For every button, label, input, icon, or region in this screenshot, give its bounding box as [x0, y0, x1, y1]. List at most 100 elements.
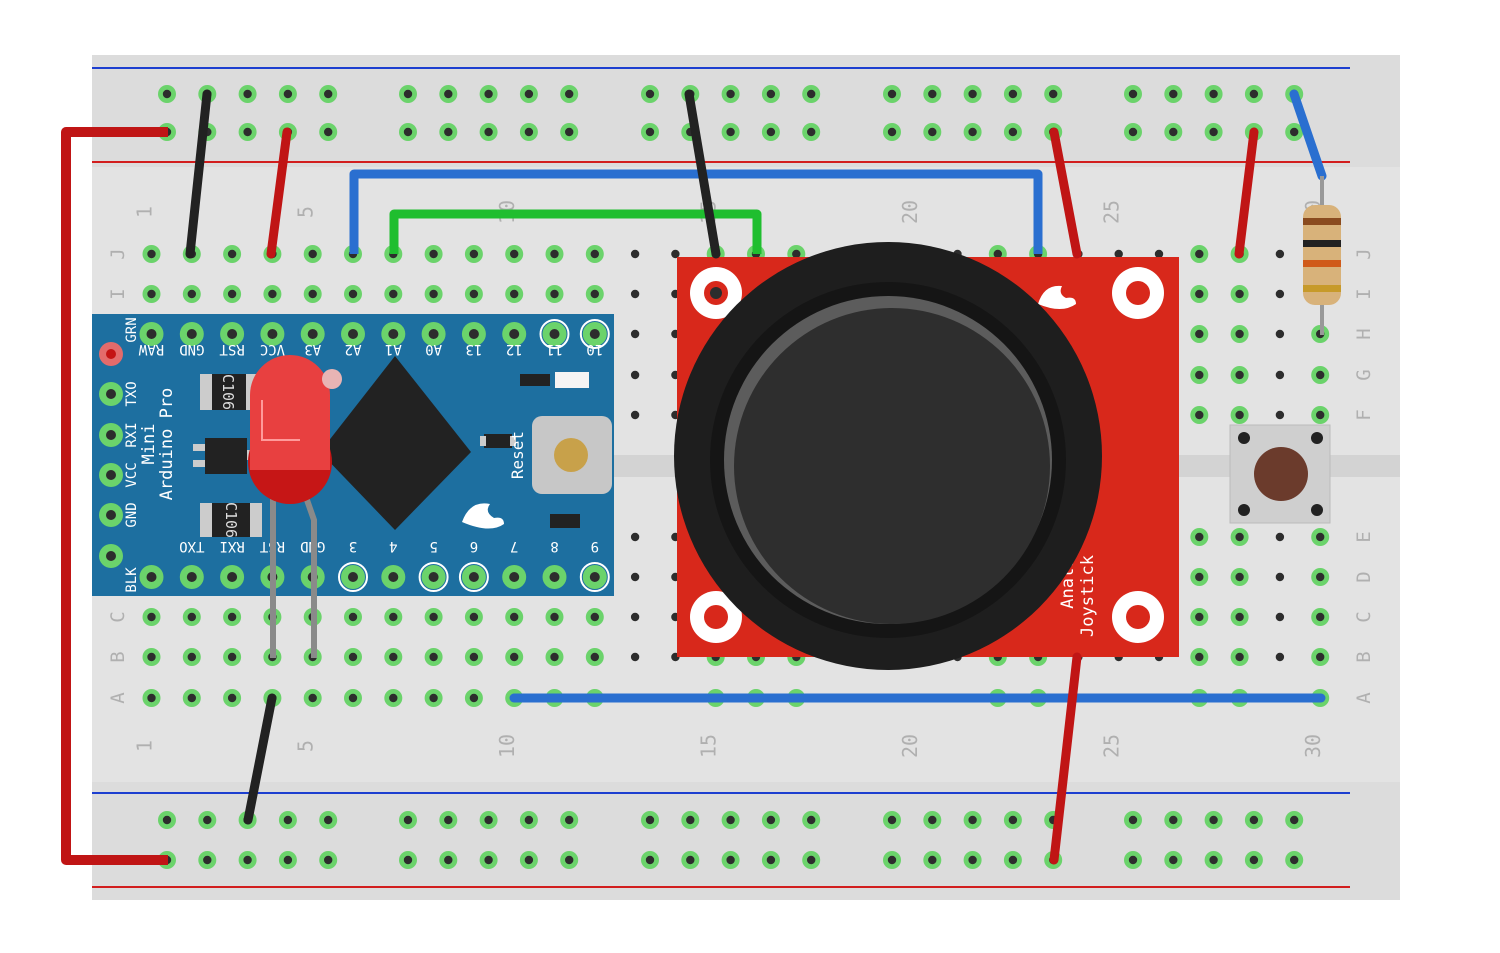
hole: [187, 693, 196, 703]
smd-led: [555, 372, 589, 388]
arduino-pin-label-side: RXI: [124, 422, 140, 447]
arduino-pin-label-bottom: 3: [349, 538, 357, 554]
rail-hole: [524, 127, 534, 137]
smd-resistor: [484, 434, 512, 448]
arduino-pin-label-bottom: 9: [591, 538, 599, 554]
hole: [308, 693, 317, 703]
hole: [1235, 370, 1244, 380]
arduino-pin-label-side: TXO: [124, 381, 140, 406]
hole: [630, 532, 640, 542]
resistor-body: [1303, 205, 1341, 305]
row-letter: D: [1353, 571, 1375, 582]
hole: [1195, 652, 1204, 662]
hole: [1235, 289, 1244, 299]
rail-hole: [403, 815, 413, 825]
rail-hole: [645, 89, 655, 99]
rail-hole: [1008, 89, 1018, 99]
wire-green-a1: [389, 209, 762, 254]
rail-hole: [726, 815, 735, 825]
rail-hole: [1209, 89, 1218, 99]
hole: [469, 652, 479, 662]
rail-hole: [203, 815, 212, 825]
wire-red-vcc-4: [1049, 652, 1082, 865]
hole: [429, 249, 438, 259]
wire-black-gnd-1: [185, 89, 212, 259]
voltage-regulator: [205, 438, 247, 474]
rail-hole: [968, 89, 977, 99]
arduino-pin-label-side: BLK: [124, 567, 140, 593]
rail-hole: [645, 127, 655, 137]
row-letter: C: [1353, 611, 1375, 622]
hole: [187, 289, 196, 299]
rail-hole: [968, 127, 977, 137]
arduino-pin-label-top: A3: [304, 341, 321, 357]
rail-hole: [1249, 89, 1259, 99]
arduino-pin-label-top: A1: [385, 341, 402, 357]
hole: [147, 693, 156, 703]
led-dome: [250, 355, 330, 470]
red-led: [248, 355, 342, 658]
hole: [1195, 410, 1204, 420]
hole: [1316, 652, 1325, 662]
hole: [1154, 249, 1164, 259]
arduino-pin-labels: RAWGNDRSTVCCA3A2A1A013121110TXORXIRSTGND…: [124, 317, 603, 592]
hole: [147, 612, 156, 622]
wire-red-vcc-3: [1234, 127, 1259, 259]
hole: [1275, 612, 1285, 622]
row-letter: B: [107, 651, 129, 662]
hole: [308, 289, 317, 299]
rail-hole: [1128, 855, 1138, 865]
rail-hole: [1209, 855, 1218, 865]
hole: [1114, 249, 1123, 259]
hole: [1275, 370, 1285, 380]
rail-hole: [324, 89, 333, 99]
rail-hole: [403, 89, 413, 99]
wire-red-power-loop: [61, 127, 168, 865]
hole: [227, 652, 237, 662]
rail-hole: [484, 855, 493, 865]
rail-hole: [766, 127, 776, 137]
arduino-pin-label-bottom: 7: [510, 538, 518, 554]
column-number: 30: [1301, 734, 1325, 758]
rail-hole: [1209, 127, 1218, 137]
arduino-pin-label-top: 12: [506, 341, 523, 357]
arduino-name-line2: Mini: [139, 424, 159, 465]
pushbutton-cap[interactable]: [1254, 447, 1308, 501]
rail-hole: [1290, 127, 1299, 137]
rail-hole: [1169, 815, 1178, 825]
rail-hole: [484, 89, 493, 99]
hole: [550, 249, 559, 259]
wire-red-vcc-1: [266, 127, 292, 259]
arduino-pin-label-top: RAW: [138, 341, 164, 357]
hole: [469, 612, 479, 622]
hole: [590, 652, 599, 662]
arduino-pin-label-top: RST: [219, 341, 245, 357]
smd-resistor-2: [550, 514, 580, 528]
rail-hole: [1008, 815, 1018, 825]
row-letter: G: [1353, 369, 1375, 380]
row-letter: I: [1353, 288, 1375, 299]
rail-hole: [928, 127, 937, 137]
hole: [630, 410, 640, 420]
tactile-pushbutton[interactable]: [1229, 424, 1331, 524]
rail-hole: [887, 89, 897, 99]
rail-hole: [686, 815, 695, 825]
hole: [1195, 572, 1204, 582]
rail-hole: [162, 815, 172, 825]
rail-hole: [243, 855, 252, 865]
hole: [1316, 572, 1325, 582]
wire-black-gnd-2: [684, 89, 721, 259]
joystick-label-line2: Joystick: [1078, 555, 1098, 637]
row-letter: I: [107, 288, 129, 299]
rail-hole: [928, 855, 937, 865]
wires: [61, 89, 1327, 865]
rail-hole: [565, 127, 574, 137]
rail-hole: [1169, 127, 1178, 137]
reset-button-cap[interactable]: [554, 438, 588, 472]
rail-hole: [1128, 127, 1138, 137]
hole: [630, 612, 640, 622]
joystick-cap[interactable]: [734, 308, 1050, 624]
rail-hole: [203, 855, 212, 865]
hole: [510, 652, 519, 662]
